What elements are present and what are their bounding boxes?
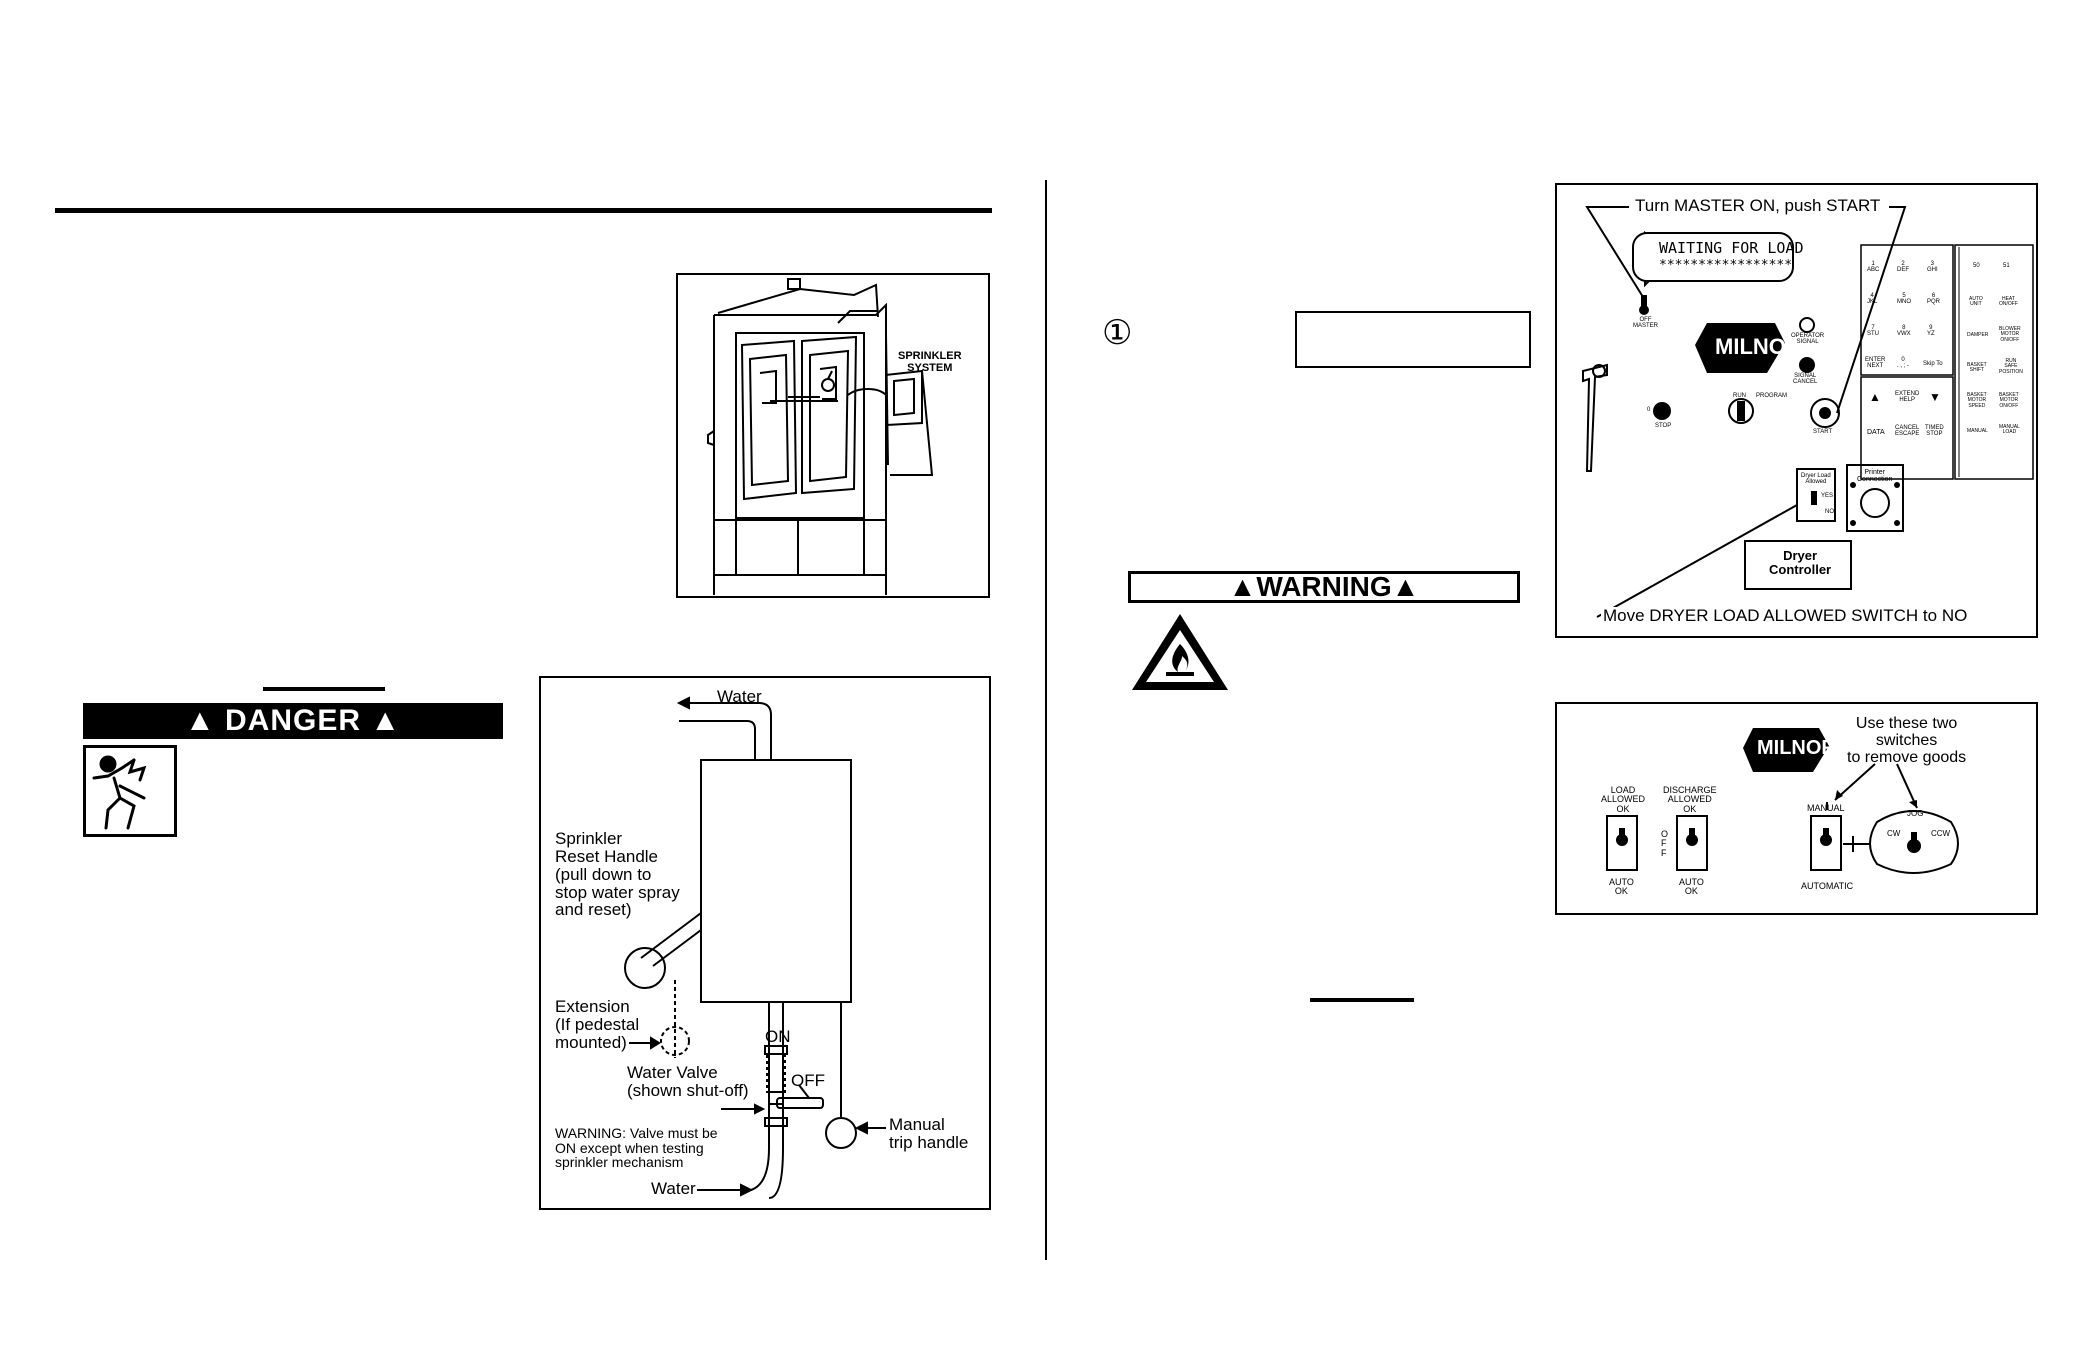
- right-short-rule: [1310, 998, 1414, 1002]
- automatic-label: AUTOMATIC: [1801, 881, 1854, 891]
- keypad-key[interactable]: 1 ABC: [1867, 261, 1880, 274]
- function-key[interactable]: RUN SAFE POSITION: [1999, 358, 2023, 375]
- off-master-label: OFF MASTER: [1633, 317, 1659, 330]
- switch-panel-drawing: [1606, 728, 1959, 874]
- dryer-load-allowed-label: Dryer Load Allowed: [1801, 473, 1831, 486]
- function-key[interactable]: MANUAL: [1967, 428, 1988, 434]
- function-key[interactable]: BASKET SHIFT: [1967, 362, 1987, 374]
- extend-help-key[interactable]: EXTEND HELP: [1895, 391, 1920, 404]
- timed-stop-key[interactable]: TIMED STOP: [1925, 425, 1944, 438]
- keypad-key[interactable]: 7 STU: [1867, 325, 1879, 338]
- dryer-line-drawing: [707, 278, 934, 595]
- step-marker: ①: [1102, 314, 1133, 352]
- warning-triangle-icon: ▲: [184, 704, 216, 737]
- warning-banner: ▲WARNING▲: [1128, 571, 1520, 603]
- ccw-label: CCW: [1931, 829, 1951, 838]
- empty-reference-box: [1295, 311, 1531, 368]
- warning-triangle-icon: ▲: [370, 704, 402, 737]
- fire-hazard-icon: [1132, 614, 1228, 690]
- function-key[interactable]: BLOWER MOTOR ON/OFF: [1999, 326, 2021, 343]
- valve-off-label: OFF: [791, 1071, 825, 1090]
- switch-panel-figure: MILNOR Use these two switches to remove …: [1555, 702, 2038, 915]
- danger-label: DANGER: [224, 704, 361, 737]
- sprinkler-valve-figure: Water Sprinkler Reset Handle (pull down …: [539, 676, 991, 1210]
- controller-callout-lines: [1582, 206, 2034, 618]
- keypad-key[interactable]: 0 . , ; -: [1897, 357, 1909, 370]
- function-key[interactable]: BASKET MOTOR ON/OFF: [1999, 392, 2019, 409]
- function-key[interactable]: HEAT ON/OFF: [1999, 296, 2018, 308]
- valve-on-label: ON: [765, 1027, 791, 1046]
- valve-warning-note: WARNING: Valve must be ON except when te…: [555, 1125, 718, 1171]
- function-key[interactable]: AUTO UNIT: [1969, 296, 1983, 308]
- keypad-key[interactable]: 9 YZ: [1927, 325, 1935, 338]
- cw-label: CW: [1887, 829, 1901, 838]
- reset-handle-label: Sprinkler Reset Handle (pull down to sto…: [555, 829, 680, 920]
- display-line-2: *****************: [1659, 258, 1793, 273]
- dryer-controller-label: Dryer Controller: [1769, 548, 1832, 577]
- manual-label: MANUAL: [1807, 803, 1845, 813]
- display-line-1: WAITING FOR LOAD: [1659, 239, 1804, 257]
- cancel-escape-key[interactable]: CANCEL ESCAPE: [1895, 425, 1920, 438]
- jog-label: JOG: [1907, 809, 1924, 818]
- keypad-key[interactable]: 2 DEF: [1897, 261, 1909, 274]
- electric-shock-pictogram: [83, 745, 177, 837]
- function-key[interactable]: 51: [2003, 263, 2010, 269]
- keypad-key[interactable]: 8 VWX: [1897, 325, 1911, 338]
- left-short-rule: [263, 687, 385, 691]
- data-key[interactable]: DATA: [1867, 429, 1885, 436]
- function-key[interactable]: BASKET MOTOR SPEED: [1967, 392, 1987, 409]
- warning-triangle-icon: ▲: [1228, 571, 1257, 602]
- discharge-allowed-label: DISCHARGE ALLOWED OK: [1663, 785, 1717, 814]
- no-label: NO: [1825, 509, 1834, 515]
- use-switches-note: Use these two switches to remove goods: [1847, 715, 1967, 766]
- run-program-label: RUN PROGRAM: [1733, 393, 1788, 399]
- auto-ok-label-1: AUTO OK: [1609, 877, 1634, 897]
- operator-signal-label: OPERATOR SIGNAL: [1791, 333, 1825, 346]
- column-divider: [1045, 180, 1047, 1260]
- arrow-down-key[interactable]: ▼: [1929, 390, 1941, 404]
- dryer-sprinkler-figure: SPRINKLER SYSTEM: [676, 273, 990, 598]
- yes-label: YES: [1821, 493, 1834, 499]
- electric-shock-icon: [92, 755, 147, 830]
- callout-dryer-load: Move DRYER LOAD ALLOWED SWITCH to NO: [1601, 606, 1970, 625]
- keypad-key[interactable]: ENTER NEXT: [1865, 357, 1886, 370]
- milnor-logo-text: MILNOR: [1715, 334, 1802, 359]
- header-rule: [55, 208, 992, 213]
- keypad-key[interactable]: Skip To: [1923, 361, 1943, 367]
- function-key[interactable]: MANUAL LOAD: [1999, 424, 2020, 436]
- warning-triangle-icon: ▲: [1391, 571, 1420, 602]
- signal-cancel-label: SIGNAL CANCEL: [1793, 373, 1818, 386]
- keypad-key[interactable]: 4 JKL: [1867, 293, 1878, 306]
- arrow-up-key[interactable]: ▲: [1869, 390, 1881, 404]
- auto-ok-label-2: AUTO OK: [1679, 877, 1704, 897]
- sprinkler-valve-drawing: [624, 696, 886, 1199]
- warning-label: WARNING: [1256, 571, 1392, 602]
- load-allowed-label: LOAD ALLOWED OK: [1601, 785, 1646, 814]
- keypad-key[interactable]: 6 PQR: [1927, 293, 1941, 306]
- callout-master-start: Turn MASTER ON, push START: [1633, 196, 1883, 215]
- function-key[interactable]: DAMPER: [1967, 332, 1989, 338]
- controller-panel-figure: Turn MASTER ON, push START WAITING FOR L…: [1555, 183, 2038, 638]
- water-valve-label: Water Valve (shown shut-off): [627, 1063, 749, 1100]
- sprinkler-system-label: SPRINKLER SYSTEM: [898, 350, 962, 374]
- function-key[interactable]: 50: [1973, 263, 1980, 269]
- stop-label: STOP: [1655, 423, 1672, 429]
- extension-label: Extension (If pedestal mounted): [555, 997, 640, 1052]
- keypad-key[interactable]: 3 GHI: [1927, 261, 1938, 274]
- water-bottom-label: Water: [651, 1179, 696, 1198]
- printer-connection-label: Printer Connection: [1857, 469, 1893, 484]
- water-top-label: Water: [717, 687, 762, 706]
- stop-zero-label: 0: [1647, 407, 1651, 413]
- manual-trip-label: Manual trip handle: [889, 1115, 969, 1152]
- keypad-key[interactable]: 5 MNO: [1897, 293, 1911, 306]
- off-vertical-label: O F F: [1661, 829, 1669, 858]
- milnor-logo-text: MILNOR: [1757, 737, 1836, 759]
- danger-banner: ▲ DANGER ▲: [83, 703, 503, 739]
- start-label: START: [1813, 429, 1833, 435]
